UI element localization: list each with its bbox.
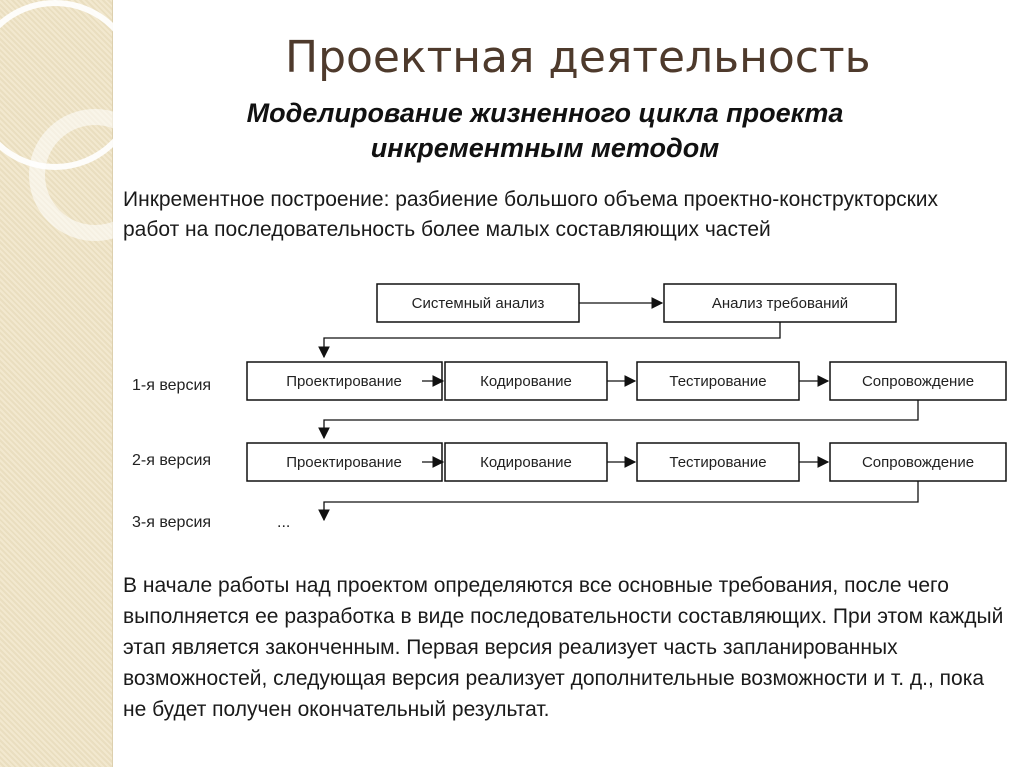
ring-large	[0, 0, 140, 170]
box-requirements-analysis-label: Анализ требований	[712, 295, 848, 312]
box-system-analysis	[376, 283, 580, 323]
v2-box-design	[246, 442, 443, 482]
version-3-label: 3-я версия	[132, 514, 211, 531]
v2-testing-label: Тестирование	[669, 454, 766, 471]
v1-maintenance-label: Сопровождение	[862, 373, 974, 390]
intro-text: Инкрементное построение: разбиение больш…	[123, 188, 939, 241]
ring-small	[29, 109, 161, 241]
subtitle-line-1: Моделирование жизненного цикла проекта	[246, 98, 844, 128]
decorative-rings	[0, 0, 161, 241]
v2-box-testing	[636, 442, 800, 482]
v2-box-maintenance	[829, 442, 1007, 482]
page-title: Проектная деятельность	[285, 32, 871, 83]
connector-v2-v3	[318, 481, 919, 522]
slide-subtitle: Моделирование жизненного цикла проекта и…	[160, 96, 930, 166]
version-2-label: 2-я версия	[132, 452, 211, 469]
version-1-label: 1-я версия	[132, 377, 211, 394]
connector-v1-v2	[318, 400, 919, 440]
body-text: В начале работы над проектом определяютс…	[123, 574, 1004, 721]
box-requirements-analysis	[663, 283, 897, 323]
v2-box-coding	[444, 442, 608, 482]
subtitle-line-2: инкрементным методом	[370, 133, 720, 164]
ellipsis: ...	[277, 514, 290, 531]
connector-to-v1	[318, 322, 781, 359]
v1-design-label: Проектирование	[286, 373, 402, 390]
box-system-analysis-label: Системный анализ	[412, 295, 545, 312]
incremental-model-diagram: Системный анализ Анализ требований 1-я в…	[132, 283, 1007, 531]
v2-maintenance-label: Сопровождение	[862, 454, 974, 471]
v1-testing-label: Тестирование	[669, 373, 766, 390]
v1-coding-label: Кодирование	[480, 373, 572, 390]
v2-coding-label: Кодирование	[480, 454, 572, 471]
v1-box-maintenance	[829, 361, 1007, 401]
v2-design-label: Проектирование	[286, 454, 402, 471]
